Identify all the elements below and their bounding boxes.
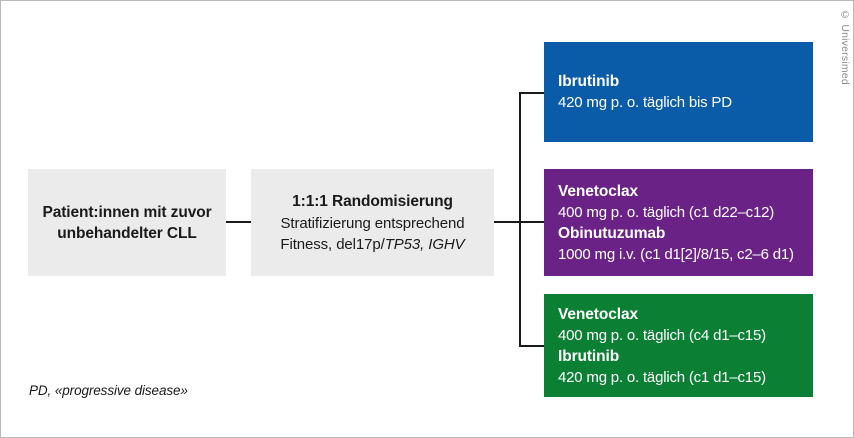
population-box: Patient:innen mit zuvor unbehandelter CL… <box>28 169 226 276</box>
randomisation-factors-genes: TP53, IGHV <box>384 235 465 253</box>
connector-stub-arm-1 <box>519 92 544 94</box>
arm-1-drug-1-name: Ibrutinib <box>558 73 620 90</box>
treatment-arm-ibrutinib: Ibrutinib 420 mg p. o. täglich bis PD <box>544 42 813 142</box>
randomisation-factors-prefix: Fitness, del17p/ <box>280 235 385 253</box>
treatment-arm-venetoclax-ibrutinib: Venetoclax 400 mg p. o. täglich (c4 d1–c… <box>544 294 813 397</box>
randomisation-box: 1:1:1 Randomisierung Stratifizierung ent… <box>251 169 494 276</box>
arm-3-drug-1-dose: 400 mg p. o. täglich (c4 d1–c15) <box>558 326 766 344</box>
copyright-label: © Universimed <box>839 9 851 85</box>
connector-bracket-spine <box>519 92 521 347</box>
arm-3-drug-2-dose: 420 mg p. o. täglich (c1 d1–c15) <box>558 368 766 386</box>
randomisation-factors-line: Fitness, del17p/TP53, IGHV <box>280 234 464 255</box>
arm-3-drug-1-name: Venetoclax <box>558 305 638 323</box>
treatment-arm-venetoclax-obinutuzumab: Venetoclax 400 mg p. o. täglich (c1 d22–… <box>544 169 813 276</box>
arm-2-drug-2-dose: 1000 mg i.v. (c1 d1[2]/8/15, c2–6 d1) <box>558 245 794 263</box>
arm-1-drug-1-dose: 420 mg p. o. täglich bis PD <box>558 94 732 111</box>
randomisation-title: 1:1:1 Randomisierung <box>292 192 453 210</box>
connector-stub-arm-3 <box>519 345 544 347</box>
connector-randomisation-outlet <box>494 221 520 223</box>
footnote-abbreviation: PD, «progressive disease» <box>29 383 188 398</box>
arm-2-drug-2-name: Obinutuzumab <box>558 224 666 242</box>
connector-stub-arm-2 <box>519 221 544 223</box>
population-line-1: Patient:innen mit zuvor <box>42 203 212 221</box>
randomisation-stratification-line: Stratifizierung entsprechend <box>280 214 465 232</box>
population-line-2: unbehandelter CLL <box>57 224 197 242</box>
arm-2-drug-1-name: Venetoclax <box>558 182 638 200</box>
arm-2-drug-1-dose: 400 mg p. o. täglich (c1 d22–c12) <box>558 203 775 221</box>
connector-population-to-randomisation <box>226 221 251 223</box>
arm-3-drug-2-name: Ibrutinib <box>558 347 620 365</box>
